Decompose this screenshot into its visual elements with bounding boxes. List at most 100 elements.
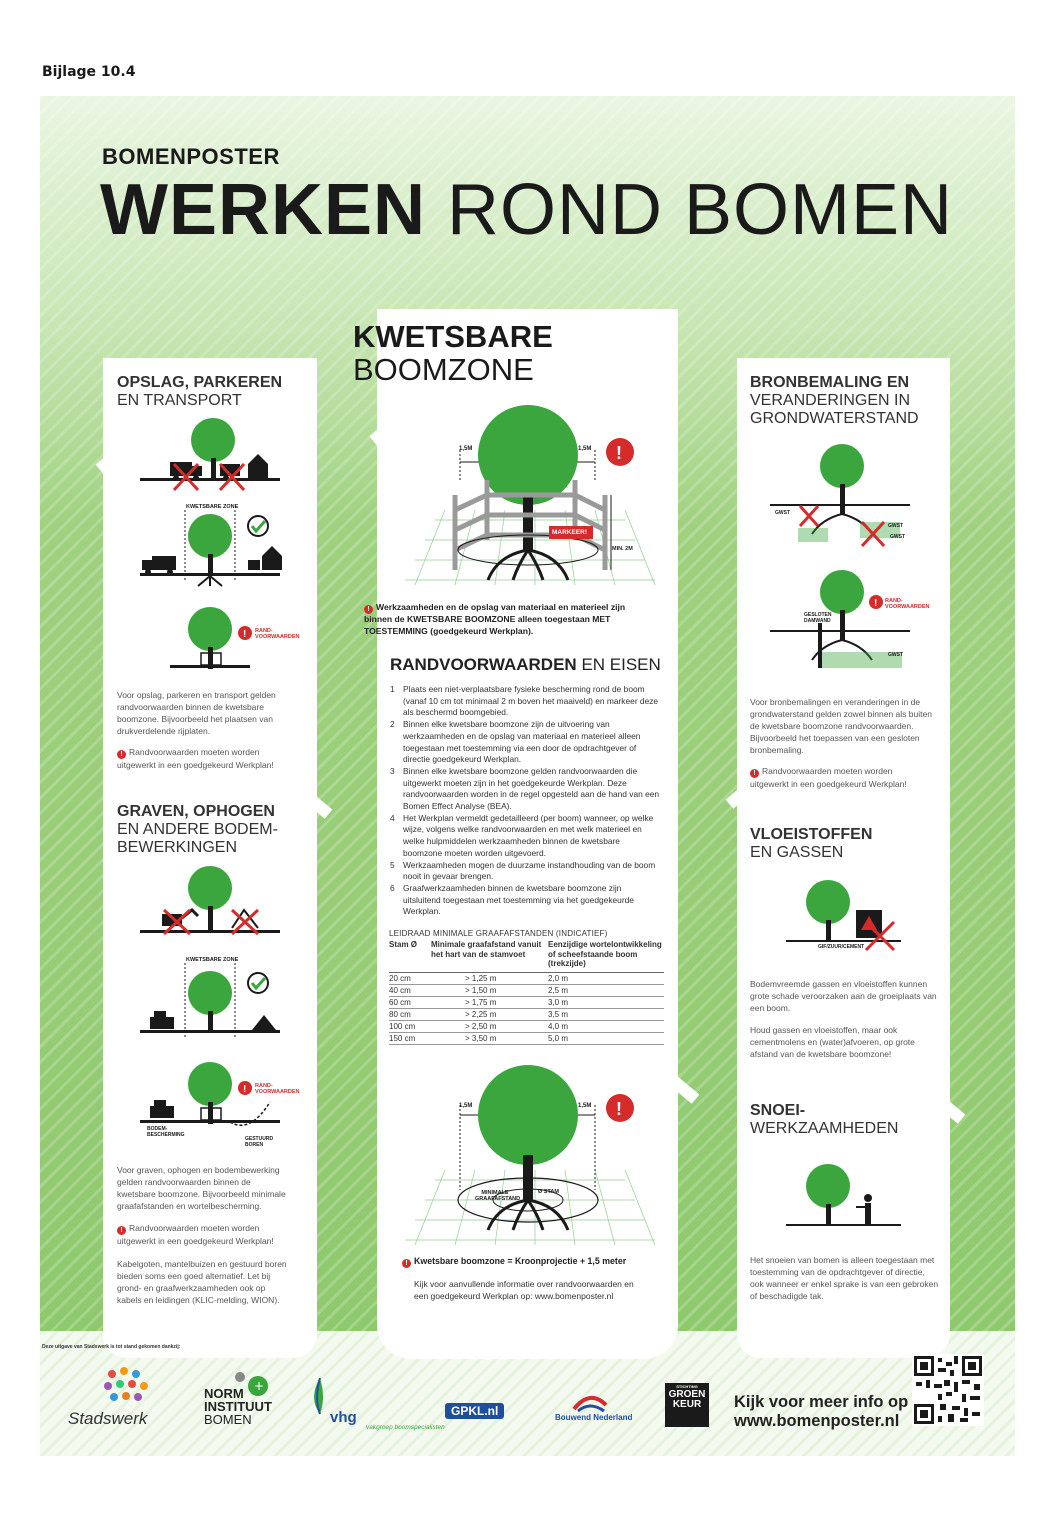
opslag-body: Voor opslag, parkeren en transport gelde… (117, 690, 276, 736)
min-2m-label: MIN. 2M (612, 546, 633, 552)
tree-icon (820, 570, 864, 614)
table-cell: 60 cm (389, 996, 431, 1009)
graven-illustration-2 (140, 963, 280, 1037)
table-cell: > 3,50 m (431, 1032, 548, 1045)
norm-logo-line3: BOMEN (204, 1412, 252, 1427)
table-cell: 5,0 m (548, 1032, 664, 1045)
randvoorwaarde-number: 6 (390, 882, 395, 893)
randvoorwaarden-heading-bold: RANDVOORWAARDEN (390, 655, 577, 674)
groenkeur-logo-line2: KEUR (672, 1399, 702, 1410)
gesloten-damwand-label: GESLOTEN DAMWAND (804, 612, 832, 624)
opslag-illustration-2 (140, 510, 282, 587)
table-header-cell: Minimale graafafstand vanuit het hart va… (431, 940, 548, 973)
cross-icon (864, 920, 896, 952)
table-header-cell: Eenzijdige wortelontwikkeling of scheefs… (548, 940, 664, 973)
randvoorwaarde-number: 3 (390, 765, 395, 776)
section-vloeistoffen-title: VLOEISTOFFEN EN GASSEN (750, 826, 872, 862)
svg-text:!: ! (874, 598, 877, 609)
cross-icon (172, 462, 246, 492)
dim-15m-right: 1,5M (578, 446, 592, 452)
table-cell: > 2,50 m (431, 1020, 548, 1033)
min-graafafstand-label: MINIMALE GRAAFAFSTAND (475, 1190, 521, 1202)
randvoorwaarden-heading: RANDVOORWAARDEN EN EISEN (390, 655, 661, 675)
poster-title: WERKEN ROND BOMEN (100, 174, 953, 246)
kwetsbare-boomzone-title-bold: KWETSBARE (353, 319, 553, 354)
graven-warning: !Randvoorwaarden moeten worden uitgewerk… (117, 1222, 289, 1247)
alert-icon (606, 438, 634, 466)
section-graven-title-rest1: EN ANDERE BODEM- (117, 821, 278, 838)
more-info-line1: Kijk voor meer info op (734, 1393, 909, 1411)
svg-text:!: ! (616, 443, 622, 463)
tree-icon (188, 1062, 232, 1106)
randvoorwaarde-number: 4 (390, 812, 395, 823)
randvoorwaarde-text: Werkzaamheden mogen de duurzame instandh… (403, 859, 656, 882)
more-info-url[interactable]: www.bomenposter.nl (734, 1412, 900, 1430)
graafafstanden-title: LEIDRAAD MINIMALE GRAAFAFSTANDEN (INDICA… (389, 929, 608, 938)
groenkeur-logo-line1: GROEN (668, 1389, 706, 1400)
section-vloeistoffen-title-rest: EN GASSEN (750, 844, 844, 861)
snoei-illustration (786, 1164, 901, 1226)
section-opslag-title-bold: OPSLAG, PARKEREN (117, 374, 283, 391)
section-snoei-title-bold: SNOEI- (750, 1102, 806, 1119)
table-header-cell: Stam Ø (389, 940, 431, 973)
section-graven-title-bold: GRAVEN, OPHOGEN (117, 803, 275, 820)
groenkeur-logo-small: STICHTING (676, 1384, 698, 1389)
qr-code-icon[interactable] (912, 1354, 984, 1426)
boomzone-warning: !Werkzaamheden en de opslag van materiaa… (364, 602, 629, 637)
bouwend-nederland-logo: Bouwend Nederland (555, 1413, 633, 1422)
randvoorwaarden-tag-2: RAND-VOORWAARDEN (255, 1083, 300, 1095)
house-icon (248, 546, 282, 570)
tree-icon (820, 444, 864, 488)
vloeistoffen-body-1: Bodemvreemde gassen en vloeistoffen kunn… (750, 979, 937, 1013)
graven-illustration-3: ! (140, 1062, 280, 1126)
randvoorwaarde-text: Binnen elke kwetsbare boomzone zijn de u… (403, 719, 641, 765)
section-snoei-title: SNOEI- WERKZAAMHEDEN (750, 1102, 898, 1138)
bronbemaling-body: Voor bronbemalingen en veranderingen in … (750, 697, 932, 755)
randvoorwaarde-number: 1 (390, 684, 395, 694)
alert-icon: ! (117, 750, 126, 759)
cross-icon (162, 908, 260, 936)
randvoorwaarde-item: 1 Plaats een niet-verplaatsbare fysieke b… (390, 684, 660, 719)
dim-15m-right-2: 1,5M (578, 1103, 592, 1109)
norm-logo: NORM INSTITUUT BOMEN (204, 1387, 272, 1426)
gwst-label-3: GWST (890, 534, 905, 540)
kwetsbare-boomzone-title: KWETSBARE BOOMZONE (353, 320, 553, 386)
bronbemaling-illustration-1 (770, 444, 910, 548)
table-cell: > 1,50 m (431, 984, 548, 997)
more-info-cta: Kijk voor meer info op www.bomenposter.n… (734, 1393, 908, 1431)
kwetsbare-boomzone-formula-text: Kwetsbare boomzone = Kroonprojectie + 1,… (414, 1256, 627, 1266)
opslag-illustration-1 (140, 418, 280, 492)
worker-icon (856, 1194, 872, 1224)
tree-icon (806, 1164, 850, 1208)
annex-label: Bijlage 10.4 (42, 64, 136, 80)
svg-text:+: + (254, 1379, 264, 1393)
graven-warning-text: Randvoorwaarden moeten worden uitgewerkt… (117, 1223, 274, 1246)
table-cell: > 1,25 m (431, 972, 548, 985)
randvoorwaarde-text: Plaats een niet-verplaatsbare fysieke be… (403, 684, 659, 718)
alert-icon (606, 1094, 634, 1122)
graven-extra: Kabelgoten, mantelbuizen en gestuurd bor… (117, 1259, 287, 1305)
bronbemaling-warning-text: Randvoorwaarden moeten worden uitgewerkt… (750, 766, 907, 789)
section-graven-title: GRAVEN, OPHOGEN EN ANDERE BODEM- BEWERKI… (117, 803, 278, 857)
boomzone-warning-text: Werkzaamheden en de opslag van materiaal… (364, 602, 626, 636)
check-icon (247, 972, 269, 994)
opslag-warning-text: Randvoorwaarden moeten worden uitgewerkt… (117, 747, 274, 770)
tree-icon (806, 880, 850, 924)
tree-icon (188, 607, 232, 651)
section-graven-title-rest2: BEWERKINGEN (117, 839, 238, 856)
randvoorwaarde-number: 5 (390, 859, 395, 870)
vloeistoffen-illustration (786, 880, 901, 952)
section-vloeistoffen-title-bold: VLOEISTOFFEN (750, 826, 873, 843)
randvoorwaarden-list: 1 Plaats een niet-verplaatsbare fysieke b… (390, 684, 660, 918)
graven-body: Voor graven, ophogen en bodembewerking g… (117, 1165, 286, 1211)
table-cell: 80 cm (389, 1008, 431, 1021)
alert-icon: ! (402, 1259, 411, 1268)
poster-title-bold: WERKEN (100, 170, 426, 250)
randvoorwaarde-item: 5 Werkzaamheden mogen de duurzame instand… (390, 860, 660, 883)
kwetsbare-boomzone-title-rest: BOOMZONE (353, 352, 534, 387)
